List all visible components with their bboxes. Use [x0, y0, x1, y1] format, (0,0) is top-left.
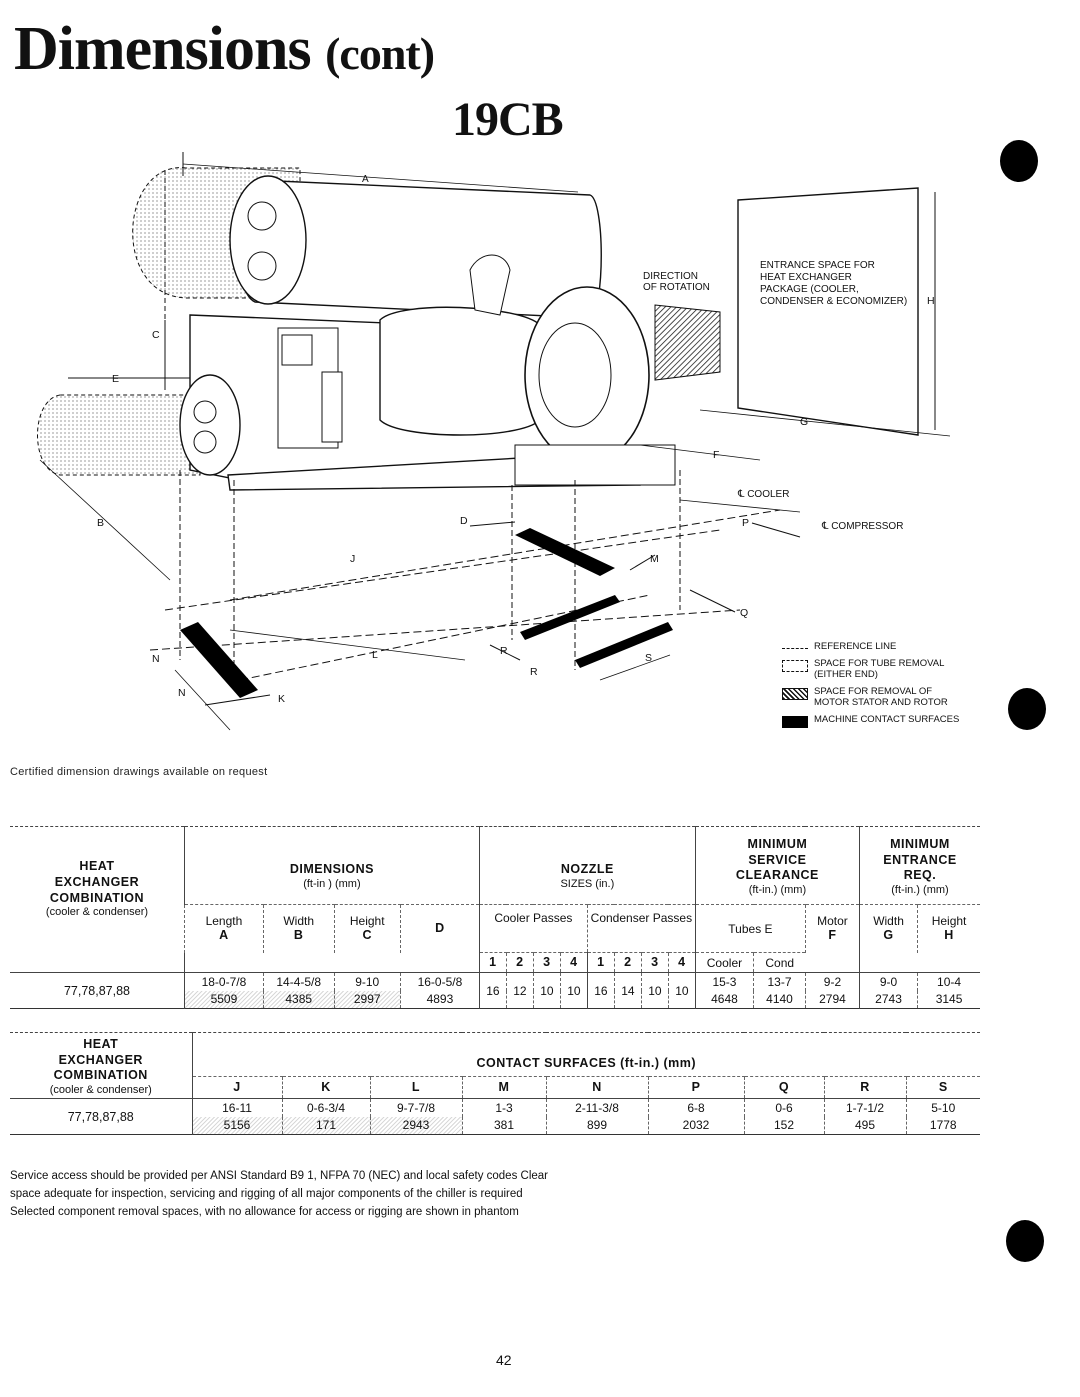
- dim-label-q: Q: [740, 607, 748, 619]
- dimensions-units: (ft-in ) (mm): [303, 878, 361, 890]
- binder-hole-middle: [1008, 688, 1046, 730]
- nozzle-units: SIZES (in.): [560, 878, 615, 890]
- dim-label-c: C: [152, 329, 160, 341]
- dim-label-r-1: R: [500, 645, 508, 657]
- dim-label-l: L: [372, 649, 378, 661]
- contact-pad-front: [520, 595, 620, 640]
- dim-label-k: K: [278, 693, 285, 705]
- entrance-req-header: REQ.: [903, 868, 937, 883]
- tube-removal-swatch: [782, 659, 808, 672]
- direction-of-rotation-2: OF ROTATION: [643, 282, 710, 293]
- reference-line-swatch: [782, 643, 808, 649]
- table1-row-label: 77,78,87,88: [63, 983, 130, 998]
- dim-label-g: G: [800, 416, 808, 428]
- legend: REFERENCE LINE SPACE FOR TUBE REMOVAL(EI…: [782, 641, 959, 734]
- dim-label-d: D: [460, 515, 468, 527]
- entrance-space-line-4: CONDENSER & ECONOMIZER): [760, 296, 907, 307]
- legend-reference-line: REFERENCE LINE: [782, 641, 959, 653]
- page-title: Dimensions (cont): [14, 15, 435, 83]
- condenser-passes-header: Condenser Passes: [586, 904, 696, 953]
- dim-label-r-2: R: [530, 666, 538, 678]
- dimensions-header: DIMENSIONS: [289, 862, 375, 877]
- cooler-passes-header: Cooler Passes: [478, 904, 588, 953]
- dim-label-n-2: N: [178, 687, 186, 699]
- cooler-centerline-label: ℄ COOLER: [737, 489, 789, 500]
- contact-surfaces-header: CONTACT SURFACES (ft-in.) (mm): [191, 1032, 980, 1077]
- legend-contact-surfaces: MACHINE CONTACT SURFACES: [782, 714, 959, 728]
- certified-drawings-note: Certified dimension drawings available o…: [10, 766, 268, 778]
- page-number: 42: [496, 1352, 512, 1368]
- contact-pad-right: [575, 622, 673, 668]
- dim-label-s: S: [645, 652, 652, 664]
- dim-label-n-1: N: [152, 653, 160, 665]
- entrance-space-line-3: PACKAGE (COOLER,: [760, 284, 859, 295]
- direction-of-rotation-1: DIRECTION: [643, 271, 698, 282]
- contact-surface-swatch: [782, 715, 808, 728]
- service-clearance-header: CLEARANCE: [735, 868, 819, 883]
- legend-tube-removal: SPACE FOR TUBE REMOVAL(EITHER END): [782, 658, 959, 681]
- table2-row-label: 77,78,87,88: [67, 1109, 134, 1124]
- dim-label-a: A: [362, 174, 369, 185]
- dim-label-j: J: [350, 553, 355, 565]
- entrance-space-line-1: ENTRANCE SPACE FOR: [760, 260, 875, 271]
- dim-label-p: P: [742, 517, 749, 529]
- compressor-centerline-label: ℄ COMPRESSOR: [821, 521, 903, 532]
- nozzle-header: NOZZLE: [560, 862, 614, 877]
- service-access-note: Service access should be provided per AN…: [10, 1170, 549, 1218]
- binder-hole-bottom: [1006, 1220, 1044, 1262]
- chiller-dimension-drawing: A H ENTRANCE SPACE FOR HEAT EXCHANGER PA…: [37, 152, 951, 731]
- dim-label-e: E: [112, 373, 119, 385]
- contact-pad-left: [180, 622, 258, 698]
- dim-label-f: F: [713, 449, 720, 461]
- entrance-space-line-2: HEAT EXCHANGER: [760, 272, 852, 283]
- contact-pad-middle: [515, 528, 615, 576]
- model-number: 19CB: [452, 93, 564, 146]
- motor-removal-swatch: [782, 687, 808, 700]
- dim-label-h: H: [927, 295, 935, 307]
- dim-label-b: B: [97, 517, 104, 529]
- binder-hole-top: [1000, 140, 1038, 182]
- dim-label-m: M: [650, 553, 659, 565]
